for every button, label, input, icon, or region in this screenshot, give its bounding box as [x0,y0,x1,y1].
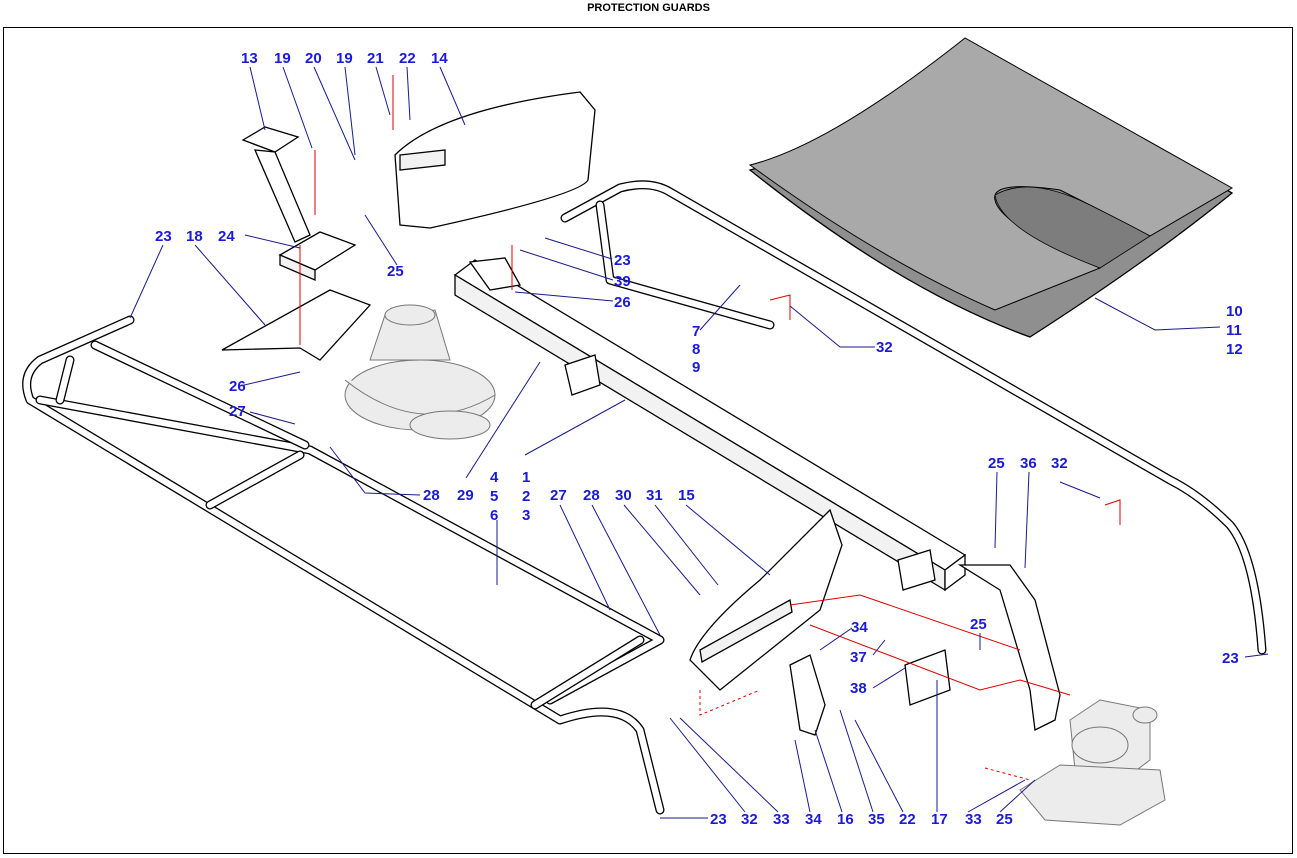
callout-25: 25 [996,811,1013,828]
callout-11: 11 [1226,322,1242,339]
callout-14: 14 [431,50,448,67]
rear-tube-frame [560,180,1267,655]
callout-35: 35 [868,811,885,828]
callout-27: 27 [550,487,567,504]
page-title: PROTECTION GUARDS [587,2,710,14]
callout-30: 30 [615,487,632,504]
callout-15: 15 [678,487,695,504]
callout-6: 6 [490,507,498,524]
callout-32: 32 [741,811,758,828]
link-plate [789,654,826,736]
callout-13: 13 [241,50,258,67]
callout-4: 4 [490,469,499,486]
callout-20: 20 [305,50,322,67]
callout-39: 39 [614,273,631,290]
lower-guard [689,508,843,691]
callout-25: 25 [387,263,404,280]
callout-33: 33 [773,811,790,828]
callout-22: 22 [399,50,416,67]
support-bracket [241,126,357,281]
callout-25: 25 [970,616,987,633]
callout-26: 26 [614,294,631,311]
leader-lines [129,66,1269,819]
callout-34: 34 [851,619,868,636]
callout-24: 24 [218,228,235,245]
pivot-arm [904,564,1061,731]
callout-21: 21 [367,50,384,67]
callout-7: 7 [692,323,700,340]
callout-28: 28 [583,487,600,504]
callout-26: 26 [229,378,246,395]
callout-32: 32 [876,339,893,356]
rotor-housing [344,304,496,440]
callout-9: 9 [692,359,700,376]
assembly-lines [299,75,1121,781]
callout-23: 23 [155,228,172,245]
front-tube-frame [22,315,665,815]
callout-12: 12 [1226,341,1243,358]
callout-10: 10 [1226,303,1243,320]
callout-23: 23 [614,252,631,269]
callout-1: 1 [522,469,530,486]
callout-23: 23 [1222,650,1239,667]
callout-36: 36 [1020,455,1037,472]
callout-3: 3 [522,507,530,524]
callout-32: 32 [1051,455,1068,472]
mounting-plate [221,289,372,361]
diagram-frame [3,27,1293,854]
callout-27: 27 [229,403,246,420]
callout-2: 2 [522,488,530,505]
callout-38: 38 [850,680,867,697]
callout-5: 5 [490,488,498,505]
callout-19: 19 [274,50,291,67]
callout-28: 28 [423,487,440,504]
callout-16: 16 [837,811,854,828]
callout-17: 17 [931,811,948,828]
callout-18: 18 [186,228,203,245]
callout-23: 23 [710,811,727,828]
callout-22: 22 [899,811,916,828]
side-guard [394,91,596,229]
callout-25: 25 [988,455,1005,472]
part-callouts: 13 19 20 19 21 22 14 23 18 24 25 23 39 2… [155,50,1243,828]
callout-8: 8 [692,341,700,358]
gearbox [1019,699,1166,826]
callout-29: 29 [457,487,474,504]
callout-37: 37 [850,649,867,666]
guard-shield [748,37,1234,338]
callout-34: 34 [805,811,822,828]
callout-33: 33 [965,811,982,828]
main-beam [453,257,967,592]
callout-31: 31 [646,487,663,504]
callout-19: 19 [336,50,353,67]
